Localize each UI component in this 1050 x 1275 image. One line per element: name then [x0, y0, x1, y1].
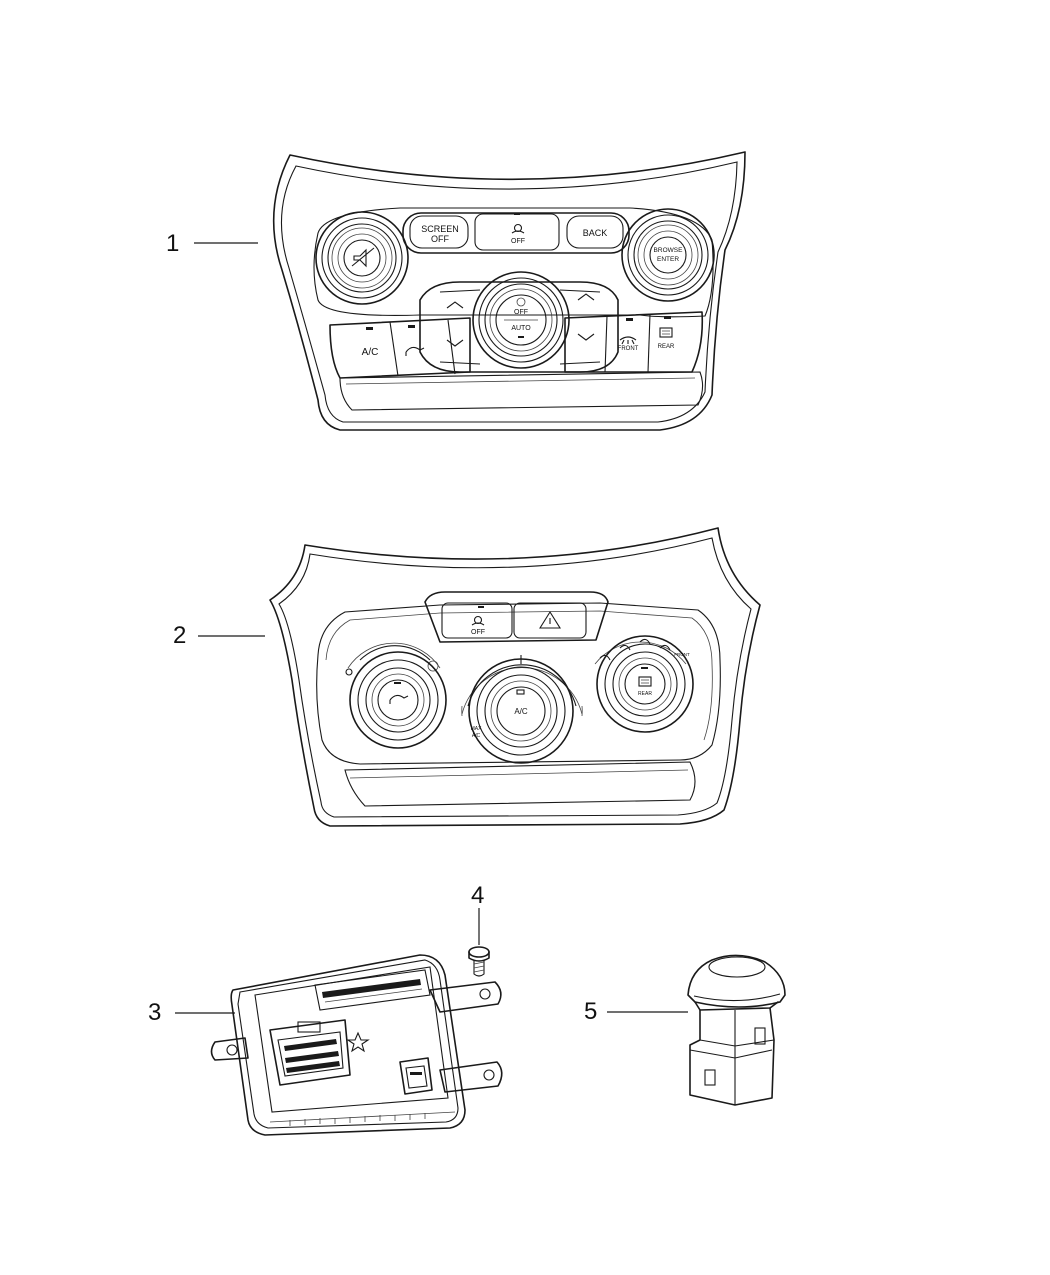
temperature-knob: A/C MAX A/C: [461, 655, 583, 764]
rear-defrost-label: REAR: [658, 344, 675, 350]
top-button-row: SCREEN OFF OFF BACK: [402, 212, 630, 254]
stop-start-off-label: OFF: [511, 238, 525, 245]
mode-front-label: FRONT: [674, 652, 690, 657]
stop-start-off-label-2: OFF: [471, 629, 485, 636]
center-knob-off-label: OFF: [514, 309, 528, 316]
max-label: MAX: [471, 726, 483, 732]
callout-4: 4: [471, 882, 485, 909]
center-knob-auto-label: AUTO: [511, 325, 531, 332]
callout-3: 3: [148, 999, 162, 1026]
left-volume-knob: [315, 211, 409, 305]
center-climate-knob: OFF AUTO: [419, 271, 619, 373]
secondary-connector: [399, 1057, 433, 1095]
blower-knob: [345, 642, 447, 749]
enter-label: ENTER: [657, 256, 679, 263]
part-5-sensor: [687, 954, 786, 1106]
part-4-screw: [468, 946, 490, 977]
mode-rear-label: REAR: [638, 691, 652, 697]
browse-label: BROWSE: [654, 247, 684, 254]
callout-5: 5: [584, 998, 598, 1025]
center-ac-label: A/C: [514, 707, 528, 716]
part-3-control-module: [210, 954, 503, 1136]
screen-off-label: OFF: [431, 234, 449, 244]
screen-label: SCREEN: [421, 224, 459, 234]
right-tune-knob: BROWSE ENTER: [621, 208, 715, 302]
front-defrost-label: FRONT: [618, 346, 639, 352]
part-2-manual-climate-panel: OFF A/C: [269, 527, 761, 827]
callout-2: 2: [173, 622, 187, 649]
part-1-climate-control-panel: BROWSE ENTER SCREEN OFF OFF BACK: [272, 151, 746, 431]
mode-knob: REAR FRONT: [594, 635, 694, 733]
main-connector: [269, 1019, 351, 1086]
top-switch-bank: OFF: [424, 591, 609, 643]
ac-button-label: A/C: [362, 347, 379, 358]
back-label: BACK: [583, 228, 608, 238]
max-ac-label: A/C: [472, 733, 481, 739]
callout-1: 1: [166, 230, 180, 257]
